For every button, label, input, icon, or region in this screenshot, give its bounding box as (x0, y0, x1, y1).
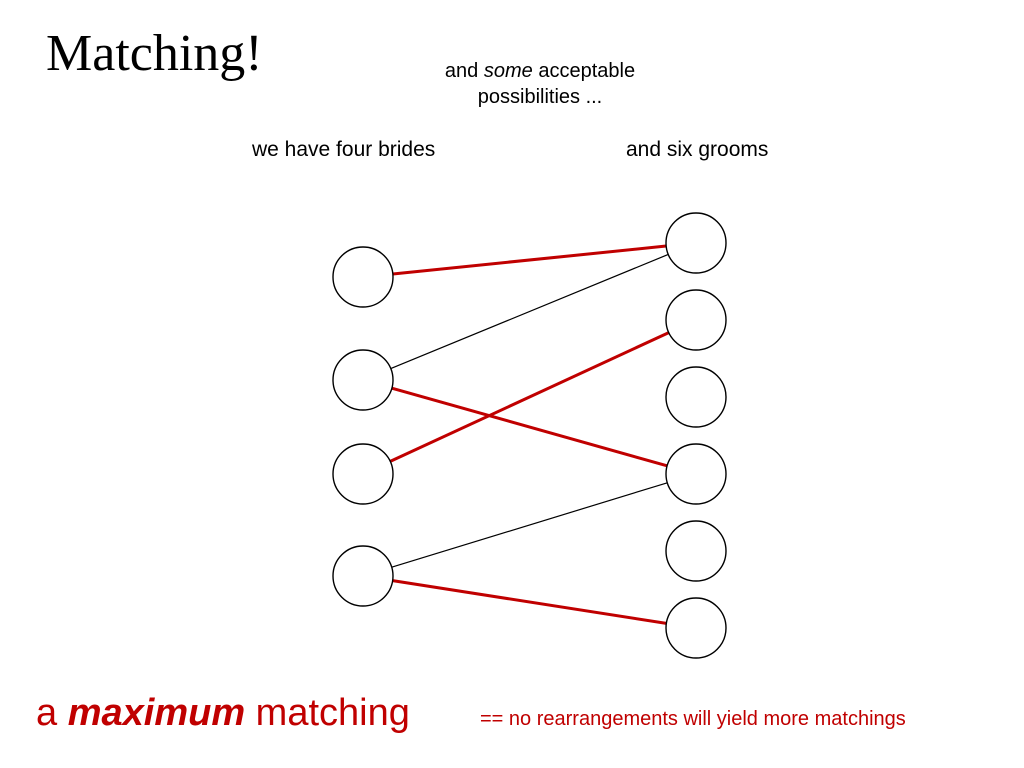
caption-emphasis: maximum (67, 692, 246, 734)
groom-node-g4 (665, 443, 727, 505)
subtitle-post: acceptable (532, 60, 636, 82)
bride-node-b1 (332, 246, 394, 308)
brides-label: we have four brides (252, 138, 436, 161)
bride-node-b2 (332, 349, 394, 411)
matched-edge-b3-g2 (389, 331, 670, 463)
subtitle-line2: possibilities ... (477, 86, 603, 108)
caption-pre: a (36, 692, 68, 734)
bride-node-b3 (332, 443, 394, 505)
groom-node-g3 (665, 366, 727, 428)
caption-note: == no rearrangements will yield more mat… (480, 708, 906, 730)
matched-edge-b4-g6 (392, 579, 667, 625)
grooms-label: and six grooms (626, 138, 769, 161)
matched-edge-b1-g1 (392, 244, 667, 276)
groom-node-g1 (665, 212, 727, 274)
slide-title: Matching! (46, 25, 263, 82)
groom-node-g6 (665, 597, 727, 659)
caption: a maximum matching (36, 694, 410, 732)
subtitle: and some acceptable possibilities ... (410, 58, 670, 110)
edge-b4-g4 (391, 482, 668, 568)
graph-edges (389, 244, 670, 625)
edge-b2-g1 (390, 253, 669, 370)
groom-node-g2 (665, 289, 727, 351)
matched-edge-b2-g4 (391, 386, 668, 468)
subtitle-pre: and (444, 60, 484, 82)
graph-nodes (332, 212, 727, 659)
caption-post: matching (245, 692, 410, 734)
subtitle-emphasis: some (483, 60, 533, 82)
groom-node-g5 (665, 520, 727, 582)
bride-node-b4 (332, 545, 394, 607)
